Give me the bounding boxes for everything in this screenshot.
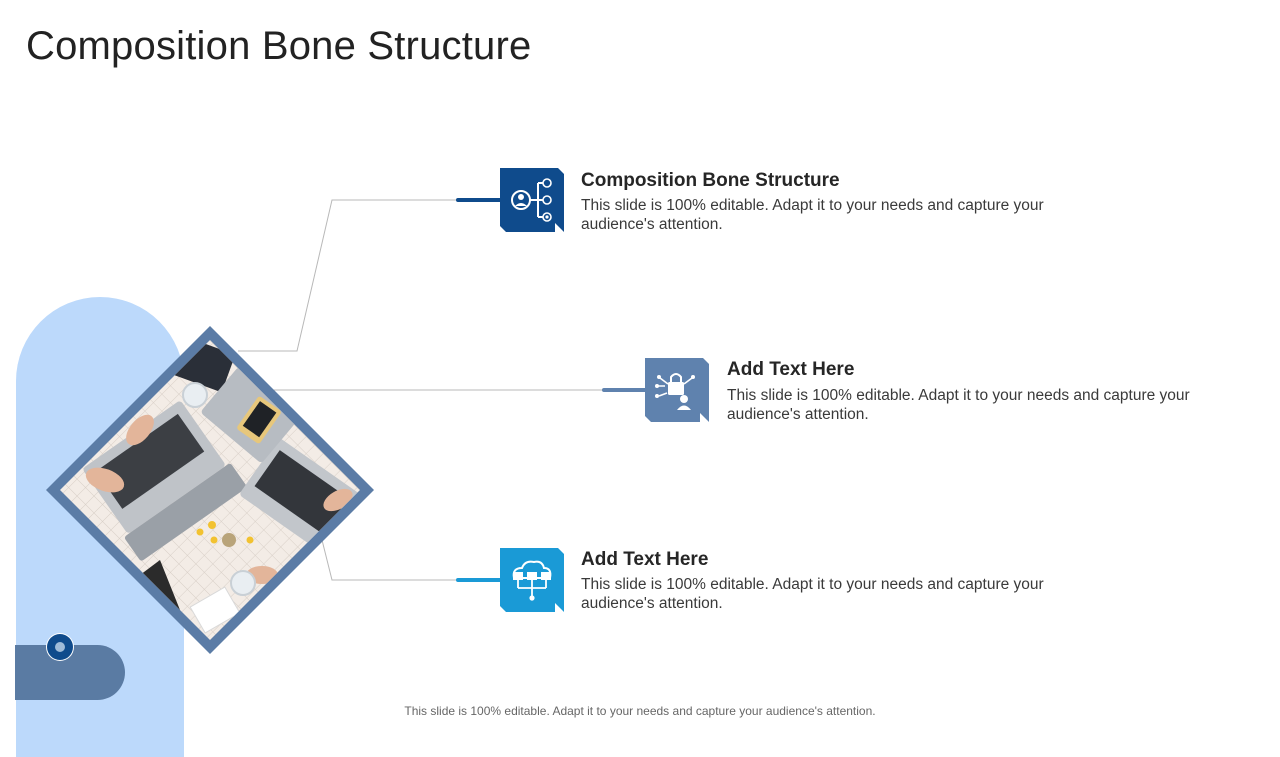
- org-network-icon: [500, 168, 564, 232]
- item-1-heading: Composition Bone Structure: [581, 170, 840, 191]
- item-1-body: This slide is 100% editable. Adapt it to…: [581, 197, 1044, 233]
- item-2-icon-box: [645, 358, 709, 422]
- item-2-heading: Add Text Here: [727, 359, 855, 380]
- connector-line-1: [238, 199, 458, 352]
- item-2-body: This slide is 100% editable. Adapt it to…: [727, 387, 1190, 423]
- diamond-photo-frame: [46, 326, 374, 654]
- accent-dot: [46, 633, 74, 661]
- item-3-body: This slide is 100% editable. Adapt it to…: [581, 576, 1044, 612]
- lock-user-network-icon: [645, 358, 709, 422]
- footer-note: This slide is 100% editable. Adapt it to…: [404, 704, 876, 718]
- item-3-heading: Add Text Here: [581, 549, 709, 570]
- item-1-icon-box: [500, 168, 564, 232]
- page-title: Composition Bone Structure: [26, 24, 532, 68]
- office-desk-photo: [60, 340, 360, 640]
- connector-line-3: [321, 539, 458, 581]
- cloud-server-icon: [500, 548, 564, 612]
- connector-lines: [238, 198, 648, 582]
- item-3-icon-box: [500, 548, 564, 612]
